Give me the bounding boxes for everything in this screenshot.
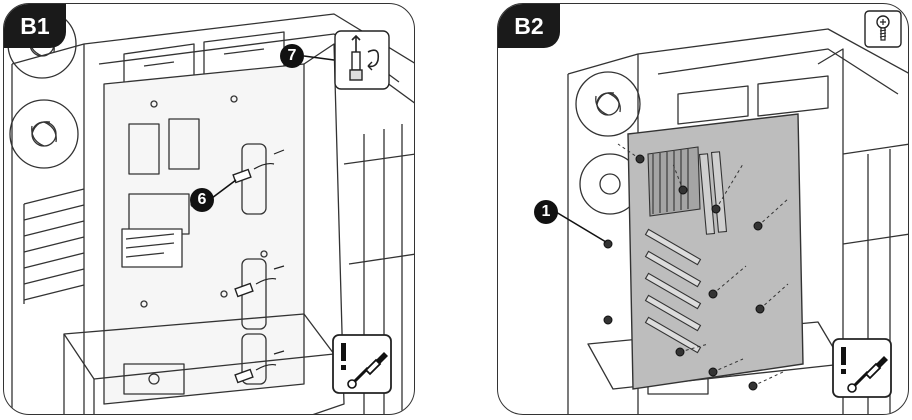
panel-label-b1: B1 [4, 4, 66, 48]
screw-insertion-detail-icon [334, 30, 390, 90]
callout-1: 1 [534, 200, 558, 224]
callout-6: 6 [190, 188, 214, 212]
screwdriver-warning-icon [832, 338, 892, 398]
callout-7: 7 [280, 44, 304, 68]
motherboard-install-drawing [555, 28, 908, 414]
screwdriver-warning-icon [332, 334, 392, 394]
panel-label-b2: B2 [498, 4, 560, 48]
panel-b1: B1 [3, 3, 415, 415]
screw-icon [864, 10, 902, 48]
panel-b2: B2 [497, 3, 909, 415]
